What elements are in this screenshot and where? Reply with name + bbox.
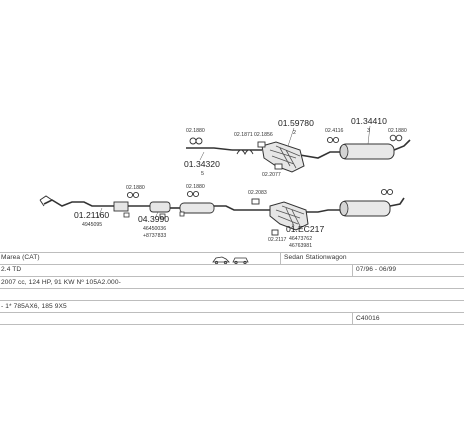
vehicle-engine: 2.4 TD — [1, 266, 22, 273]
part-subnumber-01-EC217-1: 46473762 — [289, 236, 312, 242]
part-number-01-EC217[interactable]: 01.EC217 — [286, 224, 324, 234]
small-clamps-lower — [123, 211, 185, 219]
lower-exhaust-assembly — [39, 195, 405, 213]
part-number-02-1871[interactable]: 02.1871 — [234, 132, 253, 138]
info-column-separator — [352, 312, 353, 324]
diagram-code: C40016 — [356, 315, 380, 322]
part-number-04-3990[interactable]: 04.3990 — [138, 214, 169, 224]
info-row-divider — [0, 276, 464, 277]
part-number-01-59780[interactable]: 01.59780 — [278, 118, 314, 128]
info-row-divider — [0, 312, 464, 313]
part-number-02-1880-a[interactable]: 02.1880 — [186, 128, 205, 134]
hanger-02-1871[interactable] — [236, 149, 254, 156]
intermediate-silencer-lower[interactable] — [179, 202, 215, 214]
rear-silencer-lower[interactable] — [339, 200, 391, 217]
tyre-spec: - 1* 785AX6, 185 9X5 — [1, 303, 67, 310]
rear-silencer-upper[interactable] — [339, 143, 395, 160]
info-column-separator — [280, 252, 281, 264]
hanger-02-1880-lower-right[interactable] — [380, 188, 394, 196]
vehicle-date-range: 07/96 - 06/99 — [356, 266, 397, 273]
part-subnumber-01-21160: 4945095 — [82, 222, 102, 228]
part-number-02-2077[interactable]: 02.2077 — [262, 172, 281, 178]
clamp-02-2083[interactable] — [251, 198, 260, 205]
centre-silencer-lower[interactable] — [269, 201, 309, 231]
hanger-02-1880-lower-mid[interactable] — [186, 190, 200, 198]
part-number-01-34320[interactable]: 01.34320 — [184, 159, 220, 169]
clamp-02-2117[interactable] — [271, 229, 279, 236]
hanger-02-1880-lower-left[interactable] — [126, 191, 140, 199]
part-number-01-34410[interactable]: 01.34410 — [351, 116, 387, 126]
part-subnumber-04-3990-1: 46450036 — [143, 226, 166, 232]
part-index-3: 3 — [367, 128, 370, 134]
stationwagon-icon — [232, 257, 249, 265]
part-number-02-1880-b[interactable]: 02.1880 — [388, 128, 407, 134]
hanger-02-1880-upper-right[interactable] — [389, 134, 403, 142]
catalytic-converter-04-3990[interactable] — [113, 201, 171, 213]
part-number-02-2117[interactable]: 02.2117 — [268, 237, 286, 243]
clamp-02-2077[interactable] — [274, 163, 283, 170]
part-index-2: 2 — [293, 130, 296, 136]
hanger-02-1880-upper-left[interactable] — [189, 137, 203, 145]
info-row-divider — [0, 264, 464, 265]
vehicle-body-type: Sedan Stationwagon — [284, 254, 347, 261]
vehicle-model: Marea (CAT) — [1, 254, 40, 261]
sedan-icon — [212, 256, 230, 265]
clamp-02-1856[interactable] — [257, 141, 266, 148]
info-row-divider — [0, 288, 464, 289]
hanger-02-4116-upper[interactable] — [326, 136, 340, 144]
upper-exhaust-assembly — [186, 139, 411, 159]
leader-lines — [97, 125, 371, 231]
part-subnumber-04-3990-2: +8737833 — [143, 233, 166, 239]
part-number-02-1880-d[interactable]: 02.1880 — [186, 184, 205, 190]
part-number-02-4116[interactable]: 02.4116 — [325, 128, 343, 134]
part-subnumber-01-EC217-2: 46763981 — [289, 243, 312, 249]
info-row-divider — [0, 252, 464, 253]
info-column-separator — [352, 264, 353, 276]
part-number-01-21160[interactable]: 01.21160 — [74, 210, 109, 220]
part-number-02-1880-c[interactable]: 02.1880 — [126, 185, 145, 191]
part-number-02-1856[interactable]: 02.1856 — [254, 132, 273, 138]
info-row-divider — [0, 324, 464, 325]
info-row-divider — [0, 300, 464, 301]
centre-silencer-upper[interactable] — [261, 141, 305, 173]
part-index-5: 5 — [201, 171, 204, 177]
vehicle-specs: 2007 cc, 124 HP, 91 KW Nº 105A2.000- — [1, 279, 121, 286]
part-number-02-2083[interactable]: 02.2083 — [248, 190, 267, 196]
